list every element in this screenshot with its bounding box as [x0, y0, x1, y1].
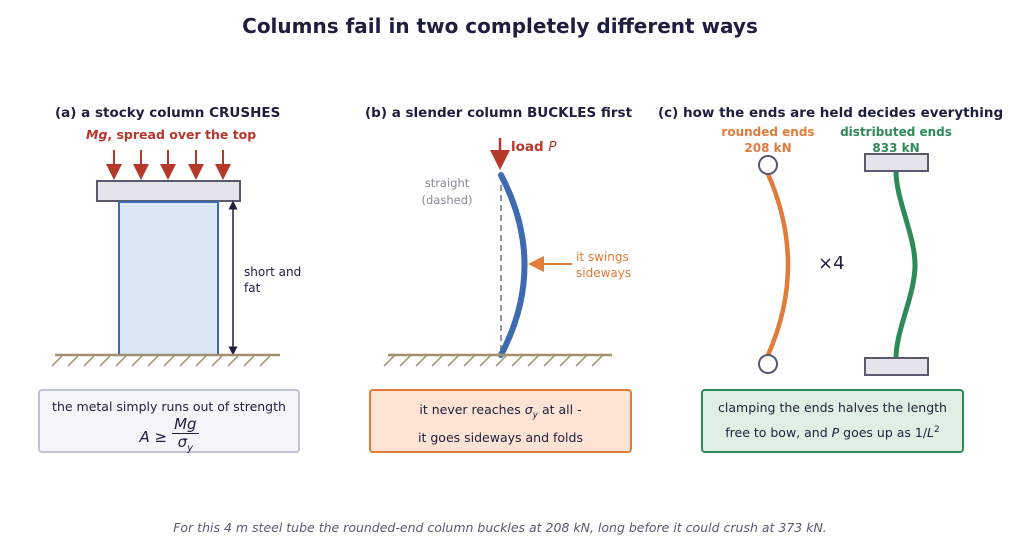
height-label-line2: fat [244, 281, 261, 295]
page-title: Columns fail in two completely different… [242, 14, 758, 38]
buckled-column [498, 172, 528, 358]
footer-note: For this 4 m steel tube the rounded-end … [173, 520, 827, 535]
swing-label: it swings sideways [576, 249, 631, 281]
clamping-var-l: L [927, 425, 935, 441]
formula-lhs: A ≥ [139, 427, 168, 446]
formula-fraction: Mg σy [172, 415, 199, 457]
formula-denominator: σy [178, 434, 193, 457]
panel-a-title: (a) a stocky column CRUSHES [55, 105, 281, 121]
bottom-pin [758, 354, 778, 374]
buckle-sigma-sub: y [532, 410, 538, 421]
crush-formula: A ≥ Mg σy [40, 416, 298, 457]
height-label: short and fat [244, 264, 301, 296]
straight-label-line1: straight [424, 176, 470, 190]
load-variable: Mg [86, 127, 108, 142]
clamping-explanation-box: clamping the ends halves the length free… [701, 389, 964, 453]
top-clamp [864, 153, 929, 172]
clamping-exponent: 2 [934, 425, 940, 435]
top-plate [96, 180, 241, 202]
formula-numerator: Mg [172, 415, 199, 434]
buckle-line2: it goes sideways and folds [418, 429, 583, 445]
panel-a-load-label: Mg, spread over the top [86, 127, 256, 142]
stocky-column [118, 201, 219, 356]
height-label-line1: short and [244, 265, 302, 279]
ground-b [383, 353, 612, 367]
swing-label-line2: sideways [576, 266, 632, 280]
clamping-line1: clamping the ends halves the length [718, 400, 947, 415]
crush-explanation-box: the metal simply runs out of strength A … [38, 389, 300, 454]
clamped-ends-title: distributed ends [840, 125, 952, 139]
rounded-ends-title: rounded ends [721, 125, 815, 139]
straight-label: straight (dashed) [412, 175, 482, 209]
buckle-line1-b: at all - [538, 402, 582, 417]
load-description: , spread over the top [107, 127, 257, 142]
panel-b-title: (b) a slender column BUCKLES first [365, 105, 633, 121]
multiplier-label: ×4 [818, 253, 845, 274]
panel-c-title: (c) how the ends are held decides everyt… [658, 105, 1004, 121]
straight-label-line2: (dashed) [421, 193, 473, 207]
load-arrows [106, 150, 231, 180]
buckle-explanation-box: it never reaches σy at all - it goes sid… [369, 389, 632, 453]
clamped-ends-label: distributed ends 833 kN [836, 124, 956, 156]
crush-explanation-text: the metal simply runs out of strength [52, 399, 286, 414]
load-word: load [511, 139, 544, 155]
ground-a [51, 353, 280, 367]
buckle-line1: it never reaches σy at all - [371, 399, 630, 427]
clamping-line2-a: free to bow, and [725, 425, 832, 441]
clamped-end-column [893, 168, 918, 361]
clamping-var-p: P [831, 425, 840, 441]
load-var: P [548, 139, 557, 155]
buckle-line1-a: it never reaches [419, 402, 525, 417]
top-pin [758, 155, 778, 175]
bottom-clamp [864, 357, 929, 376]
rounded-end-column [765, 171, 791, 358]
formula-sigma: σ [177, 433, 188, 451]
formula-sigma-sub: y [187, 443, 194, 454]
load-label-b: load P [511, 139, 557, 155]
clamping-line2-b: goes up as 1/ [839, 425, 928, 441]
swing-label-line1: it swings [576, 250, 629, 264]
rounded-ends-value: 208 kN [744, 141, 792, 155]
clamping-line2: free to bow, and P goes up as 1/L2 [703, 419, 962, 444]
buckle-sigma: σ [524, 402, 533, 417]
rounded-ends-label: rounded ends 208 kN [718, 124, 818, 156]
clamped-ends-value: 833 kN [872, 141, 920, 155]
